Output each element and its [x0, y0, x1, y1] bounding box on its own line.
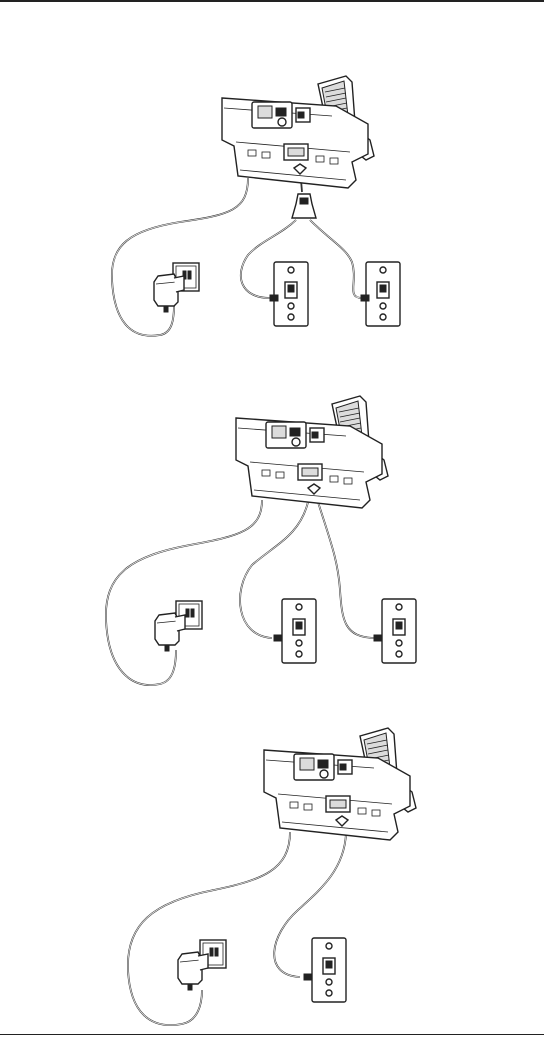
phone-base — [222, 76, 374, 188]
line-splitter — [292, 194, 316, 218]
modular-plug — [274, 635, 282, 641]
modular-plug — [304, 974, 312, 980]
wall-jack-line-2 — [382, 599, 416, 663]
phone-base — [264, 728, 416, 840]
wall-jack-line-1 — [282, 599, 316, 663]
diagram-setup-splitter — [112, 76, 400, 336]
phone-base — [236, 396, 388, 508]
diagram-setup-two-jacks — [106, 396, 416, 685]
wall-jack-line-2 — [366, 262, 400, 326]
power-adapter — [178, 952, 208, 990]
power-adapter — [154, 274, 184, 312]
wall-jack-line-1 — [274, 262, 308, 326]
power-adapter — [155, 613, 185, 651]
modular-plug — [361, 295, 369, 301]
diagram-setup-single-line — [128, 728, 416, 1025]
modular-plug — [374, 635, 382, 641]
modular-plug — [270, 295, 278, 301]
wall-jack — [312, 938, 346, 1002]
